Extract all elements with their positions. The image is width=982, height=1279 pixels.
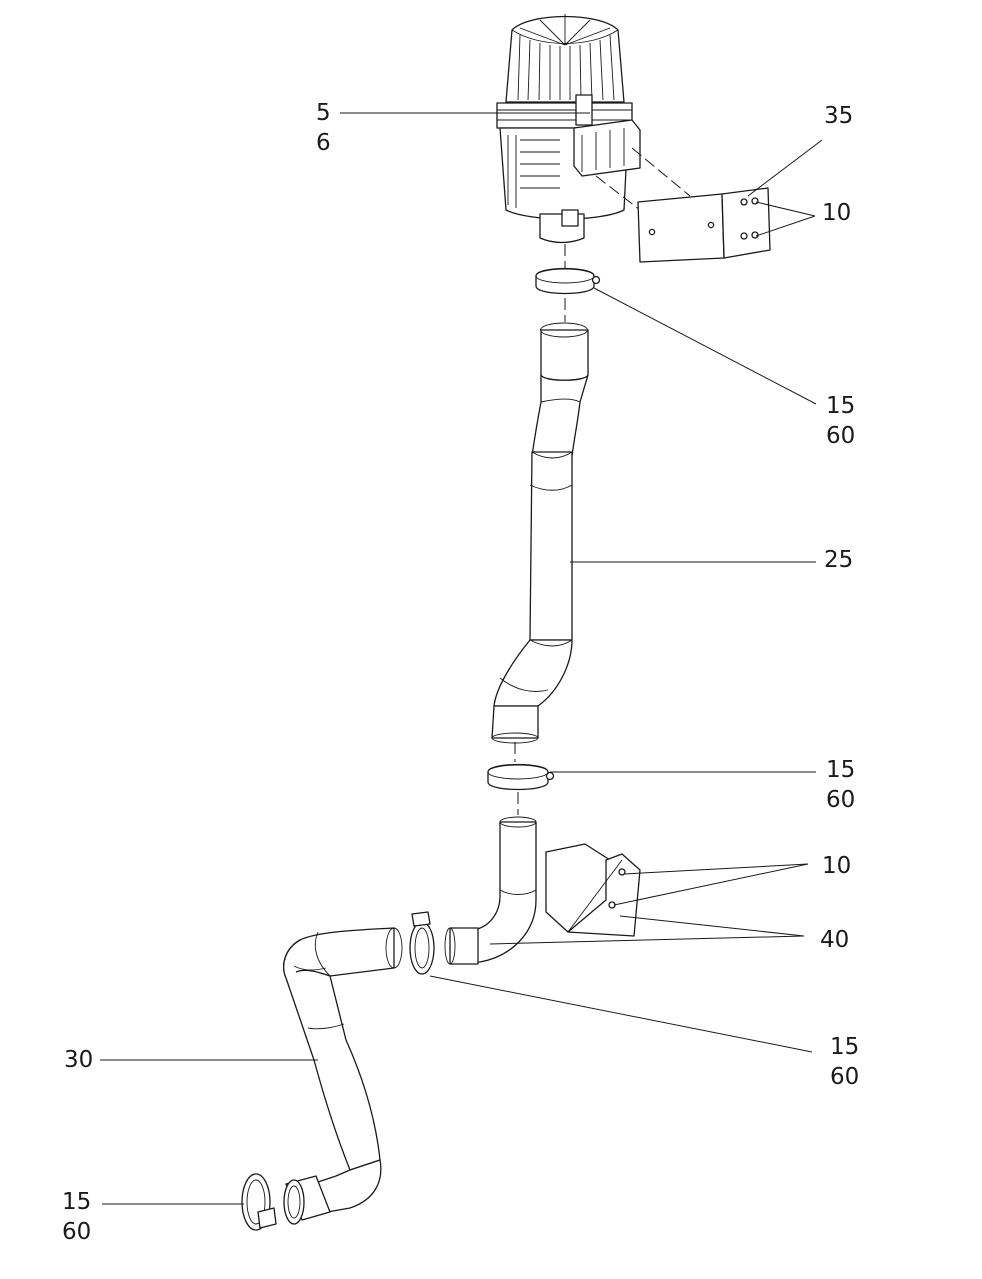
callout-pipe-lower: 30 (64, 1047, 94, 1073)
hose-clamp-4 (241, 1173, 277, 1231)
mounting-bracket-bottom (545, 843, 641, 937)
callout-bracket-top: 35 (824, 103, 854, 129)
callout-clamp-2-line-1: 15 (826, 757, 856, 783)
callout-clamp-3-line-1: 15 (830, 1034, 860, 1060)
callout-clamp-4-line-1: 15 (62, 1189, 92, 1215)
callout-clamp-2: 15 60 (826, 755, 855, 815)
callout-clamp-4: 15 60 (62, 1187, 91, 1247)
elbow-pipe (444, 816, 537, 965)
hose-clamp-3 (409, 911, 435, 975)
callout-pipe-upper: 25 (824, 547, 854, 573)
callout-filter: 5 6 (316, 98, 331, 158)
leader-lines (100, 112, 823, 1205)
callout-clamp-2-line-2: 60 (826, 787, 856, 813)
callout-clamp-3: 15 60 (830, 1032, 859, 1092)
callout-bolts-top: 10 (822, 200, 852, 226)
callout-clamp-1-line-2: 60 (826, 423, 856, 449)
hose-clamp-2 (487, 763, 555, 791)
callout-clamp-1: 15 60 (826, 391, 855, 451)
callout-filter-line-2: 6 (316, 130, 331, 156)
lower-intake-pipe (283, 927, 403, 1225)
callout-bracket-bottom: 40 (820, 927, 850, 953)
upper-intake-pipe (491, 322, 589, 744)
air-filter (496, 14, 641, 244)
callout-filter-line-1: 5 (316, 100, 331, 126)
callout-clamp-4-line-2: 60 (62, 1219, 92, 1245)
callout-clamp-3-line-2: 60 (830, 1064, 860, 1090)
mounting-bracket-top (637, 187, 771, 263)
hose-clamp-1 (535, 267, 601, 295)
callout-bolts-bottom: 10 (822, 853, 852, 879)
callout-clamp-1-line-1: 15 (826, 393, 856, 419)
